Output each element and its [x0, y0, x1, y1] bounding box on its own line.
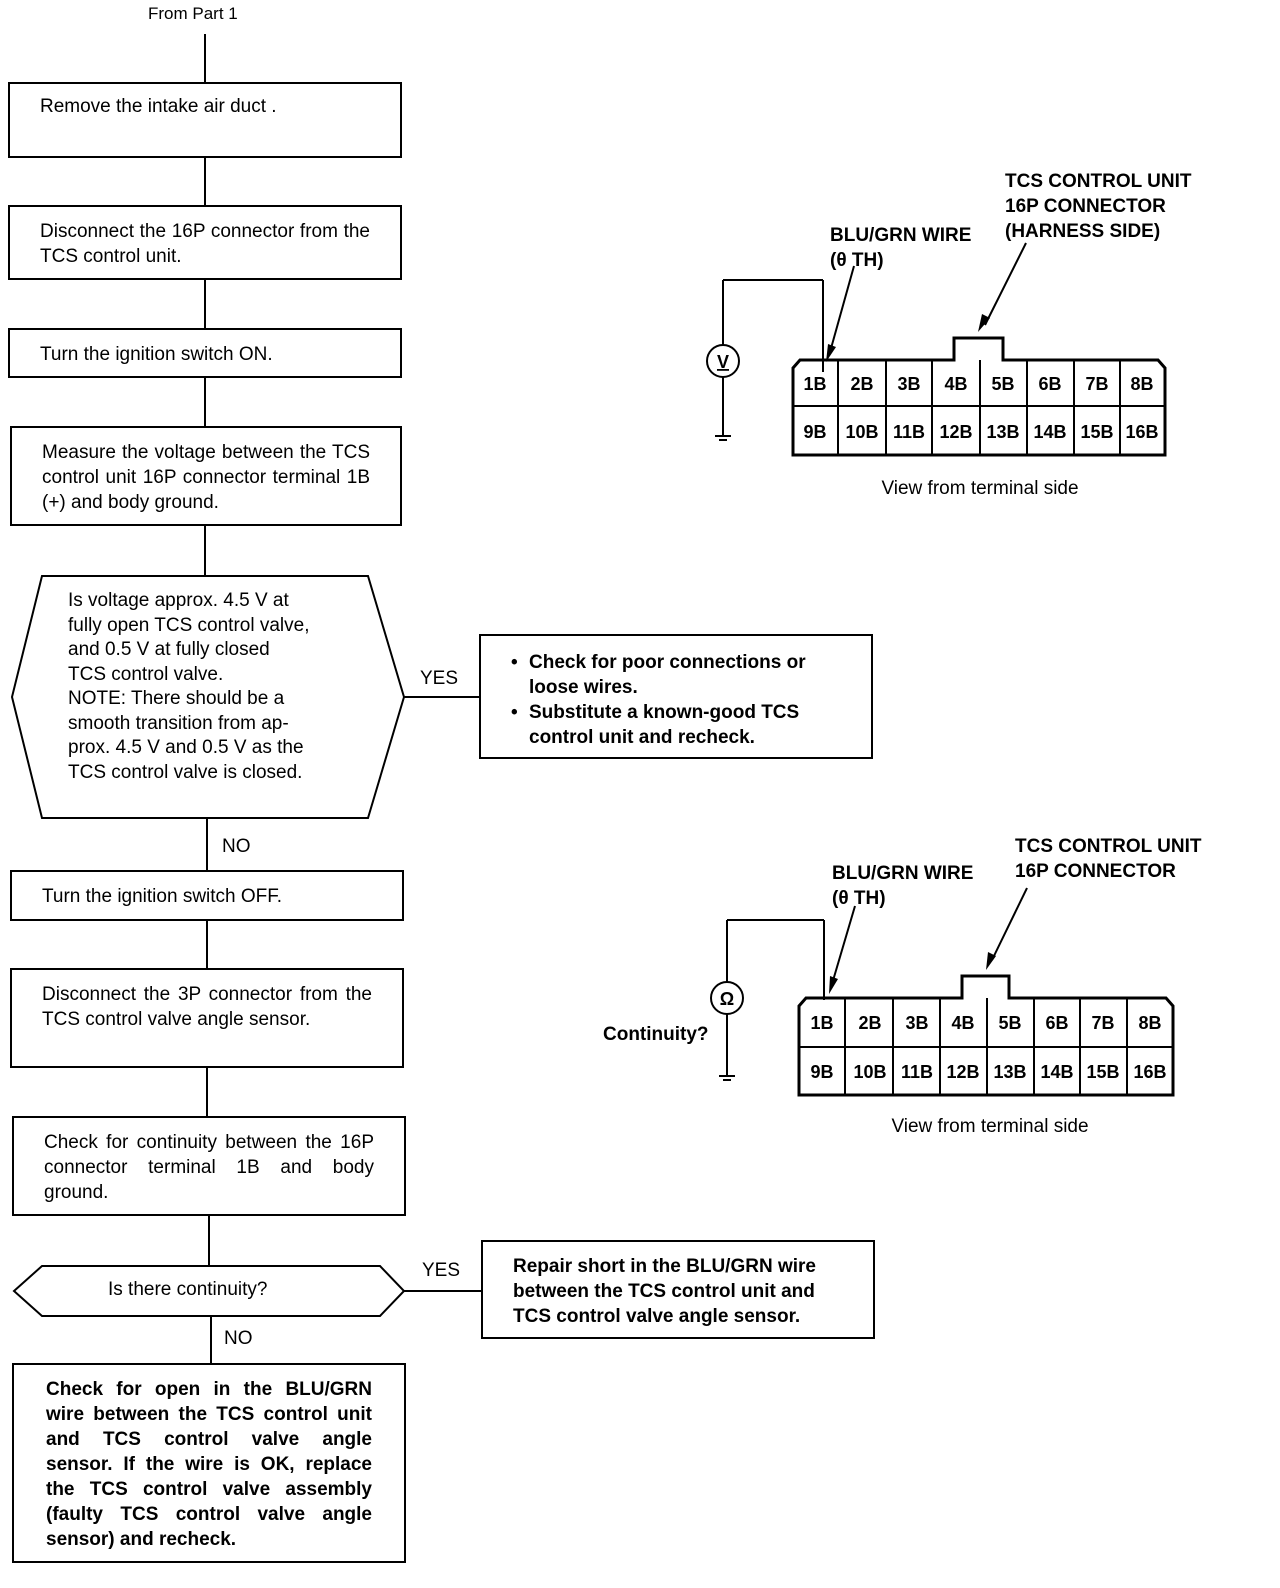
from-part-label: From Part 1 — [148, 4, 238, 23]
connector1-wire-label: BLU/GRN WIRE (θ TH) — [830, 223, 971, 273]
terminal-3b: 3B — [897, 374, 920, 394]
terminal-6b: 6B — [1045, 1013, 1068, 1033]
connector1-diagram: V 1B 2B 3B 4B 5B 6B 7B 8B 9B 10B 11B 12B… — [706, 242, 1167, 499]
terminal-10b: 10B — [853, 1062, 886, 1082]
terminal-14b: 14B — [1040, 1062, 1073, 1082]
title-line: TCS CONTROL UNIT — [1005, 171, 1192, 192]
result-item: Check for poor connections or loose wire… — [511, 650, 849, 700]
terminal-1b: 1B — [803, 374, 826, 394]
terminal-11b: 11B — [893, 422, 925, 442]
yes-label: YES — [420, 668, 459, 689]
terminal-5b: 5B — [991, 374, 1014, 394]
decision-line: fully open TCS control valve, — [68, 614, 310, 636]
terminal-5b: 5B — [998, 1013, 1021, 1033]
terminal-7b: 7B — [1085, 374, 1108, 394]
meter-v-symbol: V — [717, 352, 729, 372]
terminal-8b: 8B — [1138, 1013, 1161, 1033]
wire-line: BLU/GRN WIRE — [830, 225, 972, 246]
step-disconnect-3p-text: Disconnect the 3P connector from the TCS… — [42, 984, 372, 1030]
step-ignition-on-text: Turn the ignition switch ON. — [40, 344, 273, 365]
terminal-15b: 15B — [1080, 422, 1113, 442]
terminal-9b: 9B — [810, 1062, 833, 1082]
terminal-7b: 7B — [1091, 1013, 1114, 1033]
terminal-9b: 9B — [803, 422, 826, 442]
decision-line: prox. 4.5 V and 0.5 V as the — [68, 737, 304, 758]
step-remove-duct-text: Remove the intake air duct . — [40, 96, 277, 117]
decision-continuity-question: Is there continuity? — [108, 1279, 268, 1300]
terminal-1b: 1B — [810, 1013, 833, 1033]
step-measure-voltage-text: Measure the voltage between the TCS cont… — [42, 442, 370, 513]
connector2-title: TCS CONTROL UNIT 16P CONNECTOR — [1015, 834, 1201, 884]
terminal-4b: 4B — [951, 1013, 974, 1033]
wire-line: (θ TH) — [830, 250, 884, 271]
meter-label-continuity: Continuity? — [603, 1024, 709, 1045]
decision-voltage-question: Is voltage approx. 4.5 V at fully open T… — [68, 589, 378, 785]
terminal-16b: 16B — [1125, 422, 1158, 442]
terminal-6b: 6B — [1038, 374, 1061, 394]
step-check-continuity-text: Check for continuity between the 16P con… — [44, 1132, 374, 1203]
decision-line: and 0.5 V at fully closed — [68, 639, 270, 660]
connector2-wire-label: BLU/GRN WIRE (θ TH) — [832, 861, 973, 911]
result-repair-short-text: Repair short in the BLU/GRN wire between… — [513, 1256, 816, 1327]
decision-line: TCS control valve. — [68, 663, 224, 685]
meter-ohm-symbol: Ω — [720, 989, 734, 1009]
terminal-16b: 16B — [1133, 1062, 1166, 1082]
step-disconnect-16p-text: Disconnect the 16P connector from the TC… — [40, 221, 370, 267]
step-disconnect-16p: Disconnect the 16P connector from the TC… — [8, 205, 402, 280]
title-line: (HARNESS SIDE) — [1005, 221, 1161, 242]
title-line: TCS CONTROL UNIT — [1015, 836, 1202, 857]
connector2-caption: View from terminal side — [891, 1116, 1088, 1137]
terminal-11b: 11B — [901, 1062, 933, 1082]
wire-line: BLU/GRN WIRE — [832, 863, 974, 884]
connector1-caption: View from terminal side — [881, 478, 1078, 499]
title-line: 16P CONNECTOR — [1015, 861, 1176, 882]
result-check-open: Check for open in the BLU/GRN wire betwe… — [12, 1363, 406, 1563]
no-label: NO — [222, 836, 251, 857]
terminal-14b: 14B — [1033, 422, 1066, 442]
decision-line: NOTE: There should be a — [68, 688, 285, 709]
decision-line: Is voltage approx. 4.5 V at — [68, 590, 289, 611]
result-check-connections: Check for poor connections or loose wire… — [479, 634, 873, 759]
connector2-diagram: Ω 1B 2B 3B 4B 5B 6B 7B 8B 9B 10B 11B 12B… — [710, 887, 1175, 1137]
step-disconnect-3p: Disconnect the 3P connector from the TCS… — [10, 968, 404, 1068]
terminal-4b: 4B — [944, 374, 967, 394]
step-check-continuity: Check for continuity between the 16P con… — [12, 1116, 406, 1216]
step-ignition-off-text: Turn the ignition switch OFF. — [42, 886, 283, 907]
terminal-12b: 12B — [939, 422, 972, 442]
terminal-13b: 13B — [986, 422, 1019, 442]
terminal-2b: 2B — [850, 374, 873, 394]
title-line: 16P CONNECTOR — [1005, 196, 1166, 217]
wire-line: (θ TH) — [832, 888, 886, 909]
step-ignition-on: Turn the ignition switch ON. — [8, 328, 402, 378]
terminal-10b: 10B — [845, 422, 878, 442]
result-check-open-text: Check for open in the BLU/GRN wire betwe… — [46, 1379, 372, 1550]
decision-line: TCS control valve is closed. — [68, 761, 303, 783]
terminal-15b: 15B — [1086, 1062, 1119, 1082]
terminal-2b: 2B — [858, 1013, 881, 1033]
terminal-3b: 3B — [905, 1013, 928, 1033]
step-ignition-off: Turn the ignition switch OFF. — [10, 870, 404, 921]
step-measure-voltage: Measure the voltage between the TCS cont… — [10, 426, 402, 526]
step-remove-duct: Remove the intake air duct . — [8, 82, 402, 158]
decision-line: smooth transition from ap- — [68, 712, 289, 734]
result-repair-short: Repair short in the BLU/GRN wire between… — [481, 1240, 875, 1339]
terminal-8b: 8B — [1130, 374, 1153, 394]
connector1-title: TCS CONTROL UNIT 16P CONNECTOR (HARNESS … — [1005, 169, 1191, 244]
terminal-12b: 12B — [946, 1062, 979, 1082]
result-check-list: Check for poor connections or loose wire… — [511, 650, 849, 750]
yes-label: YES — [422, 1260, 461, 1281]
terminal-13b: 13B — [993, 1062, 1026, 1082]
result-item: Substitute a known-good TCS control unit… — [511, 700, 849, 750]
no-label: NO — [224, 1328, 253, 1349]
